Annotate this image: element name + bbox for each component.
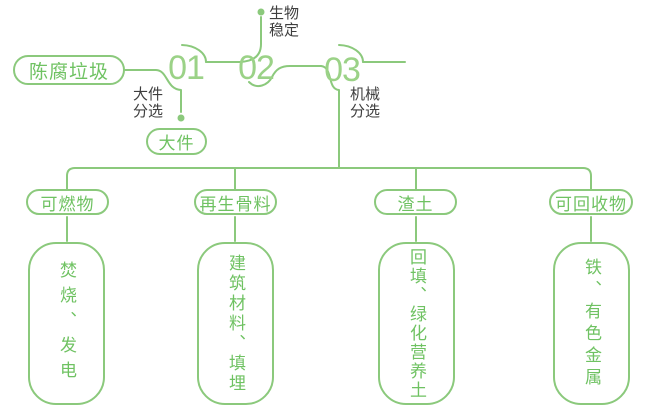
arc-over-step1 [181,44,208,63]
category-pill-combustibles: 可燃物 [26,189,109,215]
annotation-bio-stabilization: 生物 稳定 [269,5,299,39]
annotation-bulky-sorting-line1: 大件 [133,86,164,103]
annotation-bulky-sorting: 大件 分选 [133,86,163,120]
annotation-mechanical-sorting: 机械 分选 [350,86,380,120]
branch-connector [66,167,592,190]
category-pill-slag-soil: 渣土 [374,189,457,215]
result-text-metals: 铁、有色金属 [582,257,601,390]
annotation-mech-line1: 机械 [350,86,381,103]
result-box-incineration: 焚烧、发电 [28,242,105,405]
swoosh-step2-to-step3 [248,65,322,88]
dot-above-large-items [177,114,185,122]
output-pill-large-items: 大件 [146,128,207,155]
result-box-building-materials: 建筑材料、填埋 [197,242,274,405]
result-box-metals: 铁、有色金属 [553,242,630,405]
result-box-backfill: 回填、绿化营养土 [378,242,455,405]
category-pill-recycled-aggregate: 再生骨料 [194,189,277,215]
step-number-2: 02 [238,49,275,87]
annotation-bio-line1: 生物 [269,5,300,22]
line-source-to-step1 [124,69,182,113]
result-text-backfill: 回填、绿化营养土 [407,247,426,400]
step-number-1: 01 [168,49,205,87]
result-text-incineration: 焚烧、发电 [57,261,76,386]
step-number-3: 03 [324,51,361,89]
line-step3-drop [320,65,340,169]
category-pill-recyclables: 可回收物 [549,189,633,215]
annotation-bulky-sorting-line2: 分选 [133,103,164,120]
line-step2-up-to-bio [239,16,262,63]
annotation-mech-line2: 分选 [350,103,381,120]
annotation-bio-line2: 稳定 [269,22,300,39]
dot-bio-stabilization [257,8,265,16]
source-pill-aged-waste: 陈腐垃圾 [13,55,125,85]
arc-over-step3 [338,44,365,63]
result-text-building-materials: 建筑材料、填埋 [226,253,245,394]
